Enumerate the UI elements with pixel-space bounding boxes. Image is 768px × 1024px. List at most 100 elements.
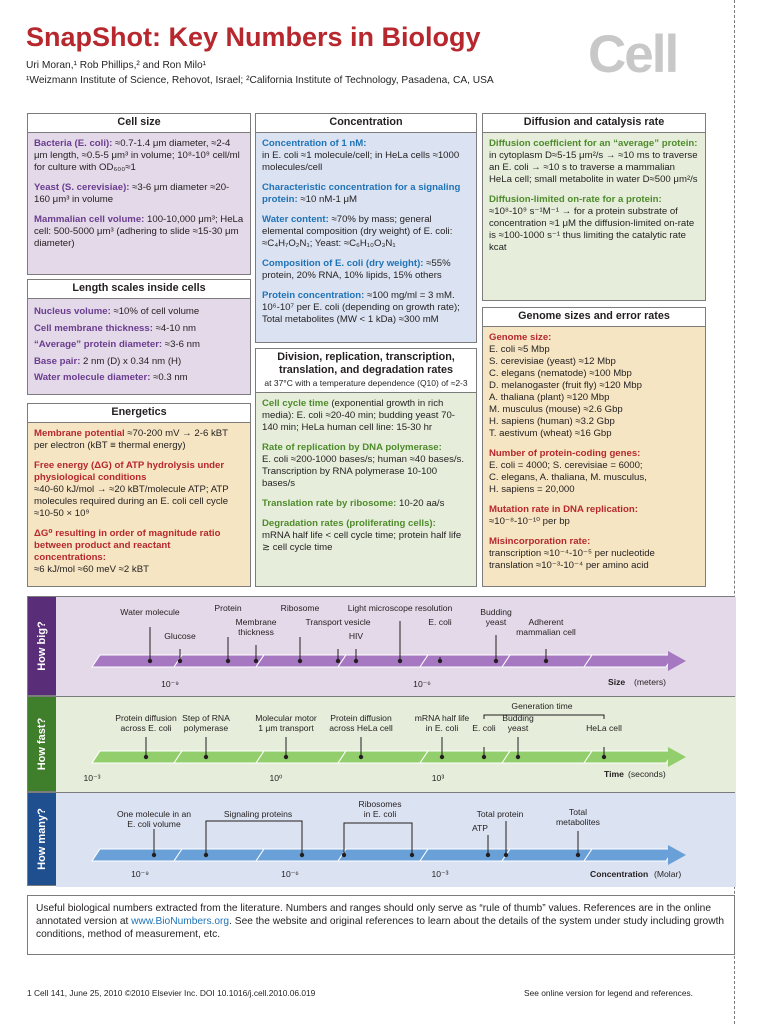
- mutation-rate-key: Mutation rate in DNA replication:: [489, 504, 638, 515]
- how-big-side: How big?: [28, 597, 56, 695]
- big-marker-10-dot: [543, 658, 549, 664]
- footnote-box: Useful biological numbers extracted from…: [27, 895, 735, 955]
- big-label-6: HIV: [349, 631, 364, 641]
- energetics-title: Energetics: [28, 404, 250, 423]
- genome-size-key: Genome size:: [489, 332, 552, 343]
- protein-genes-line: E. coli = 4000; S. cerevisiae = 6000;: [489, 460, 643, 471]
- misincorporation-line: transcription ≈10⁻⁴-10⁻⁵ per nucleotide: [489, 548, 655, 559]
- fast-generation-label: Generation time: [511, 701, 572, 711]
- genome-line: E. coli ≈5 Mbp: [489, 344, 550, 355]
- how-fast-side: How fast?: [28, 697, 56, 791]
- mammalian-entry: Mammalian cell volume: 100-10,000 μm³; H…: [34, 214, 244, 249]
- cell-logo: Cell: [588, 25, 679, 84]
- misincorporation-key: Misincorporation rate:: [489, 536, 591, 547]
- big-marker-4-dot: [297, 658, 303, 664]
- fast-marker-5-dot: [481, 754, 487, 760]
- many-tick-0: 10⁻⁹: [131, 869, 149, 879]
- many-axis-segment: [337, 848, 429, 862]
- genome-line: C. elegans (nematode) ≈100 Mbp: [489, 368, 632, 379]
- big-marker-0-dot: [147, 658, 153, 664]
- big-label-1: Glucose: [164, 631, 196, 641]
- many-tick-1: 10⁻⁶: [281, 869, 299, 879]
- fast-axis-arrow: [668, 747, 686, 767]
- yeast-entry: Yeast (S. cerevisiae): ≈3-6 μm diameter …: [34, 182, 230, 205]
- big-axis-segment: [173, 654, 265, 668]
- many-axis-segment: [583, 848, 675, 862]
- many-label-1: Signaling proteins: [224, 809, 292, 819]
- fast-axis-segment: [419, 750, 511, 764]
- many-axis-arrow: [668, 845, 686, 865]
- division-box: Division, replication, transcription, tr…: [255, 348, 477, 587]
- fast-label-5: E. coli: [472, 723, 495, 733]
- legend-footer: See online version for legend and refere…: [524, 988, 694, 998]
- length-item: Cell membrane thickness: ≈4-10 nm: [34, 322, 197, 334]
- concentration-box: Concentration Concentration of 1 nM:in E…: [255, 113, 477, 343]
- concentration-entry: Concentration of 1 nM:in E. coli ≈1 mole…: [262, 138, 460, 173]
- many-axis-segment: [91, 848, 183, 862]
- fast-marker-7-dot: [601, 754, 607, 760]
- division-entry: Rate of replication by DNA polymerase:E.…: [262, 442, 464, 489]
- big-marker-7-dot: [397, 658, 403, 664]
- genome-line: D. melanogaster (fruit fly) ≈120 Mbp: [489, 380, 642, 391]
- mutation-rate-line: ≈10⁻⁸-10⁻¹⁰ per bp: [489, 516, 570, 527]
- fast-axis-segment: [337, 750, 429, 764]
- concentration-entry: Characteristic concentration for a signa…: [262, 182, 461, 205]
- many-axis-segment: [419, 848, 511, 862]
- fast-axis-label: Time: [604, 769, 624, 779]
- misincorporation-line: translation ≈10⁻³-10⁻⁴ per amino acid: [489, 560, 649, 571]
- fast-axis-segment: [583, 750, 675, 764]
- protein-genes-key: Number of protein-coding genes:: [489, 448, 641, 459]
- fast-axis-segment: [91, 750, 183, 764]
- big-marker-9-dot: [493, 658, 499, 664]
- big-background: [56, 597, 736, 697]
- fast-axis-segment: [173, 750, 265, 764]
- many-marker-2b-dot: [409, 852, 415, 858]
- dg0-entry: ΔG⁰ resulting in order of magnitude rati…: [34, 528, 221, 575]
- concentration-entry: Protein concentration: ≈100 mg/ml = 3 mM…: [262, 290, 460, 325]
- big-label-7: Light microscope resolution: [348, 603, 453, 613]
- diffusion-title: Diffusion and catalysis rate: [483, 114, 705, 133]
- fast-tick-0: 10⁻³: [84, 773, 101, 783]
- many-marker-4-dot: [485, 852, 491, 858]
- citation-footer: 1 Cell 141, June 25, 2010 ©2010 Elsevier…: [27, 988, 316, 998]
- big-axis-segment: [337, 654, 429, 668]
- big-marker-2-dot: [225, 658, 231, 664]
- fast-tick-2: 10³: [432, 773, 445, 783]
- bionumbers-link[interactable]: www.BioNumbers.org: [131, 916, 230, 927]
- cut-line: [734, 0, 735, 1024]
- fast-generation-bracket: [483, 714, 605, 719]
- genome-title: Genome sizes and error rates: [483, 308, 705, 327]
- length-item: Nucleus volume: ≈10% of cell volume: [34, 306, 200, 317]
- big-label-0: Water molecule: [120, 607, 180, 617]
- page-title: SnapShot: Key Numbers in Biology: [26, 22, 481, 52]
- big-axis-arrow: [668, 651, 686, 671]
- big-axis-label: Size: [608, 677, 625, 687]
- big-axis-unit: (meters): [634, 677, 666, 687]
- many-marker-3-dot: [503, 852, 509, 858]
- fast-marker-3-dot: [358, 754, 364, 760]
- many-ribosome-bracket: [343, 822, 413, 827]
- length-scales-title: Length scales inside cells: [28, 280, 250, 299]
- affiliations: ¹Weizmann Institute of Science, Rehovot,…: [26, 75, 494, 86]
- fast-background: [56, 697, 736, 793]
- free-energy-entry: Free energy (ΔG) of ATP hydrolysis under…: [34, 460, 229, 519]
- division-title: Division, replication, transcription, tr…: [256, 349, 476, 393]
- many-axis-label: Concentration: [590, 869, 648, 879]
- fast-tick-1: 10⁰: [269, 773, 283, 783]
- concentration-title: Concentration: [256, 114, 476, 133]
- division-entry: Cell cycle time (exponential growth in r…: [262, 398, 455, 433]
- fast-marker-6-dot: [515, 754, 521, 760]
- division-subtitle: at 37°C with a temperature dependence (Q…: [264, 378, 468, 388]
- genome-line: M. musculus (mouse) ≈2.6 Gbp: [489, 404, 623, 415]
- big-marker-6-dot: [353, 658, 359, 664]
- diffusion-entry: Diffusion-limited on-rate for a protein:…: [489, 194, 695, 253]
